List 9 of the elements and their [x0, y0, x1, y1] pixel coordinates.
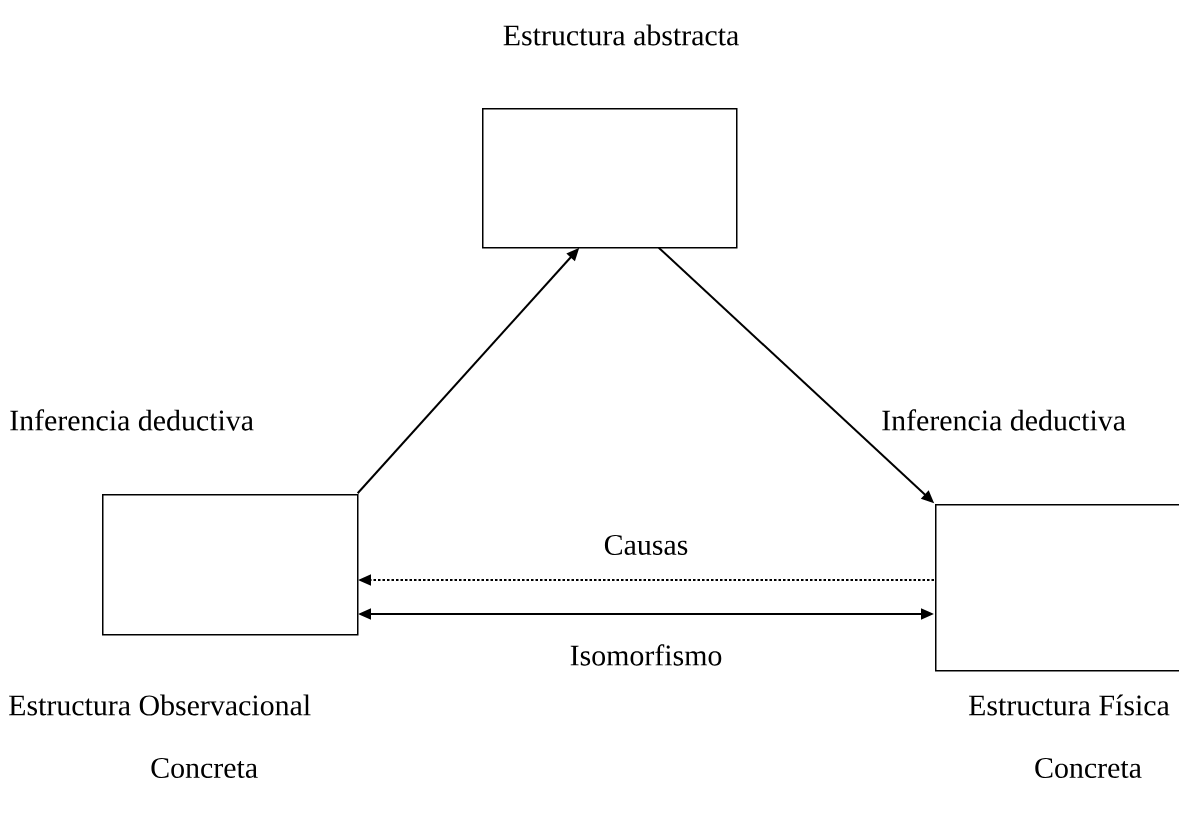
- box-label: Estructura Observacional: [9, 694, 311, 716]
- box-label: Estructura Física: [969, 694, 1170, 716]
- edge-label: Isomorfismo: [568, 643, 724, 667]
- edge-label: Inferencia deductiva: [8, 408, 255, 432]
- edge-label: Causas: [602, 533, 690, 557]
- box-label: Estructura abstracta: [503, 24, 739, 46]
- box-label: Concreta: [1035, 757, 1142, 779]
- box-label: Concreta: [151, 757, 258, 779]
- edge-label: Inferencia deductiva: [880, 408, 1127, 432]
